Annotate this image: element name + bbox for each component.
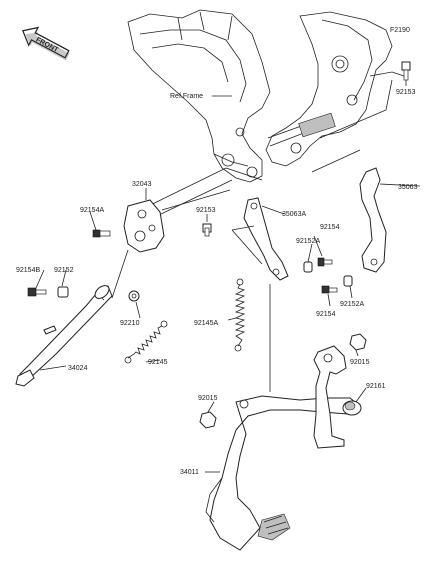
part-label: 34011 [180,469,199,476]
part-label: 92145A [194,320,218,327]
stopper-92161 [342,400,362,416]
bolt-92154B [27,287,47,297]
collar-92152A-top [303,261,313,273]
part-label: 35063 [398,184,418,191]
main-stand [205,284,361,551]
bracket-35063A [231,197,289,281]
side-stand-bracket [123,199,165,253]
bracket-35063 [359,167,387,273]
side-stand [15,249,129,387]
nut-92015-upper [349,333,367,351]
part-label: 92154A [80,207,104,214]
part-label: 92161 [366,383,386,390]
nut-92015-lower [199,411,217,429]
diagram-code: F2190 [390,27,410,34]
collar-92152A-lower [343,275,353,287]
part-label: 92210 [120,320,140,327]
bolt-92154-lower [321,285,338,294]
ref-frame-label: Ref.Frame [170,93,203,100]
part-label: 92015 [198,395,218,402]
part-label: 92152A [340,301,364,308]
collar-92152 [57,286,69,298]
bolt-92153-mid [202,223,212,237]
bolt-92153-upper [401,61,411,81]
leader-lines [35,80,421,473]
part-label: 34024 [68,365,88,372]
part-label: 35063A [282,211,306,218]
spring-92145 [124,320,168,364]
front-arrow-icon: FRONT [21,26,70,61]
bolt-92154-top [317,257,333,267]
part-label: 92153 [196,207,216,214]
part-label: 92154 [316,311,336,318]
part-label: 92015 [350,359,370,366]
part-label: 92154B [16,267,40,274]
frame-drawing [127,9,405,183]
part-label: 92153 [396,89,416,96]
part-label: 92152 [54,267,74,274]
part-label: 92154 [320,224,340,231]
bolt-92154A [92,229,111,238]
part-label: 92145 [148,359,168,366]
nut-92210 [128,290,140,302]
part-label: 32043 [132,181,152,188]
part-label: 92152A [296,238,320,245]
spring-92145A [234,278,246,352]
